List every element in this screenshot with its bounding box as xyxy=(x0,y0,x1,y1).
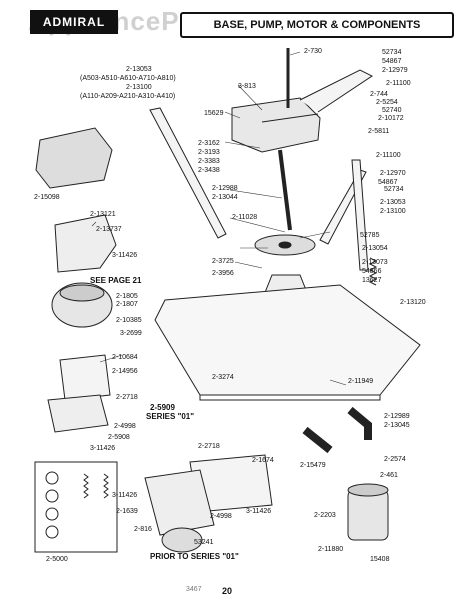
see-page-note: SEE PAGE 21 xyxy=(90,276,142,285)
part-group-label: (A503-A510-A610-A710-A810) xyxy=(80,75,176,82)
part-label: 2-1805 xyxy=(116,293,138,300)
part-label: 2-15098 xyxy=(34,194,60,201)
part-label: 2-11880 xyxy=(318,546,344,553)
part-label: 2-1674 xyxy=(252,457,274,464)
hardware-box xyxy=(34,461,118,553)
part-label: 2-10684 xyxy=(112,354,138,361)
part-label: 2-2203 xyxy=(314,512,336,519)
part-label: 2-5254 xyxy=(376,99,398,106)
part-label: 2-10385 xyxy=(116,317,142,324)
suspension-spring xyxy=(368,257,378,286)
part-label: 2-12989 xyxy=(384,413,410,420)
part-label: 3-2699 xyxy=(120,330,142,337)
part-label: 2-3274 xyxy=(212,374,234,381)
part-label: 2-5000 xyxy=(46,556,68,563)
header: ADMIRAL BASE, PUMP, MOTOR & COMPONENTS xyxy=(30,10,454,38)
part-label: 2-3725 xyxy=(212,258,234,265)
part-label: 2-744 xyxy=(370,91,388,98)
part-label: 2-13045 xyxy=(384,422,410,429)
part-label: 2-730 xyxy=(304,48,322,55)
base-plate xyxy=(154,284,421,396)
part-label: 2-13120 xyxy=(400,299,426,306)
part-label: 2-461 xyxy=(380,472,398,479)
transmission-bracket xyxy=(299,69,373,113)
part-label: 2-11949 xyxy=(348,378,374,385)
part-label: 2-3956 xyxy=(212,270,234,277)
brand-logo: ADMIRAL xyxy=(30,10,118,34)
pulley xyxy=(161,527,203,553)
part-label: 2-3438 xyxy=(198,167,220,174)
part-label: 13627 xyxy=(362,277,382,284)
part-label: 2-2718 xyxy=(198,443,220,450)
part-label: 2-13121 xyxy=(90,211,116,218)
part-label: 52734 xyxy=(382,49,402,56)
part-label: 54867 xyxy=(378,179,398,186)
part-label: 3-813 xyxy=(238,83,256,90)
part-label: 2-11100 xyxy=(376,152,401,159)
part-label: 15408 xyxy=(370,556,390,563)
part-label: 3-11426 xyxy=(112,252,138,259)
part-label: 2-13053 xyxy=(126,66,152,73)
series-note: SERIES "01" xyxy=(146,412,195,421)
part-label: 54866 xyxy=(362,268,382,275)
part-label: 54867 xyxy=(382,58,402,65)
motor-mount-plate xyxy=(59,354,111,401)
part-label: 2-4998 xyxy=(114,423,136,430)
part-label: 2-14956 xyxy=(112,368,138,375)
part-label: 15629 xyxy=(204,110,224,117)
part-label: 2-816 xyxy=(134,526,152,533)
part-label: 52734 xyxy=(384,186,404,193)
part-label: 52785 xyxy=(360,232,380,239)
part-label: 2-5811 xyxy=(368,128,390,135)
part-label: 2-13073 xyxy=(362,259,388,266)
page-code: 3467 xyxy=(186,586,202,593)
motor-cover xyxy=(54,214,117,273)
part-label: 2-10172 xyxy=(378,115,404,122)
part-label: 2-13737 xyxy=(96,226,122,233)
part-label: 2-12988 xyxy=(212,185,238,192)
pump-body xyxy=(347,489,389,541)
pump-hose-b xyxy=(347,406,372,440)
part-label: 2-11100 xyxy=(386,80,411,87)
part-label: 2-2718 xyxy=(116,394,138,401)
part-label: 2-3383 xyxy=(198,158,220,165)
part-label: 2-4998 xyxy=(210,513,232,520)
transmission-gearcase xyxy=(231,97,321,153)
part-label: 2-13100 xyxy=(126,84,152,91)
part-label: 3-11426 xyxy=(90,445,116,452)
part-label: 52740 xyxy=(382,107,402,114)
part-group-label: (A110-A209-A210-A310-A410) xyxy=(80,93,176,100)
part-label: 2-12970 xyxy=(380,170,406,177)
part-label: 2-1639 xyxy=(116,508,138,515)
pump-cover xyxy=(35,127,113,189)
part-label: 2-13053 xyxy=(380,199,406,206)
part-label: 2-15479 xyxy=(300,462,326,469)
part-label: 3-11426 xyxy=(112,492,138,499)
part-label: 2-11028 xyxy=(232,214,258,221)
part-label: 2-5908 xyxy=(108,434,130,441)
part-label: 3-11426 xyxy=(246,508,272,515)
part-label: 2-1807 xyxy=(116,301,138,308)
section-title: BASE, PUMP, MOTOR & COMPONENTS xyxy=(180,12,454,38)
part-label: 2-2574 xyxy=(384,456,406,463)
part-label: 2-13044 xyxy=(212,194,238,201)
part-label: 2-13100 xyxy=(380,208,406,215)
part-label: 2-3162 xyxy=(198,140,220,147)
part-label: 2-12979 xyxy=(382,67,408,74)
part-label: 53241 xyxy=(194,539,214,546)
part-label: 2-5909 xyxy=(150,403,175,412)
part-label: 2-3193 xyxy=(198,149,220,156)
part-label: 2-13054 xyxy=(362,245,388,252)
series-note: PRIOR TO SERIES "01" xyxy=(150,552,239,561)
pump-hose-a xyxy=(302,426,333,454)
page-number: 20 xyxy=(222,586,233,596)
